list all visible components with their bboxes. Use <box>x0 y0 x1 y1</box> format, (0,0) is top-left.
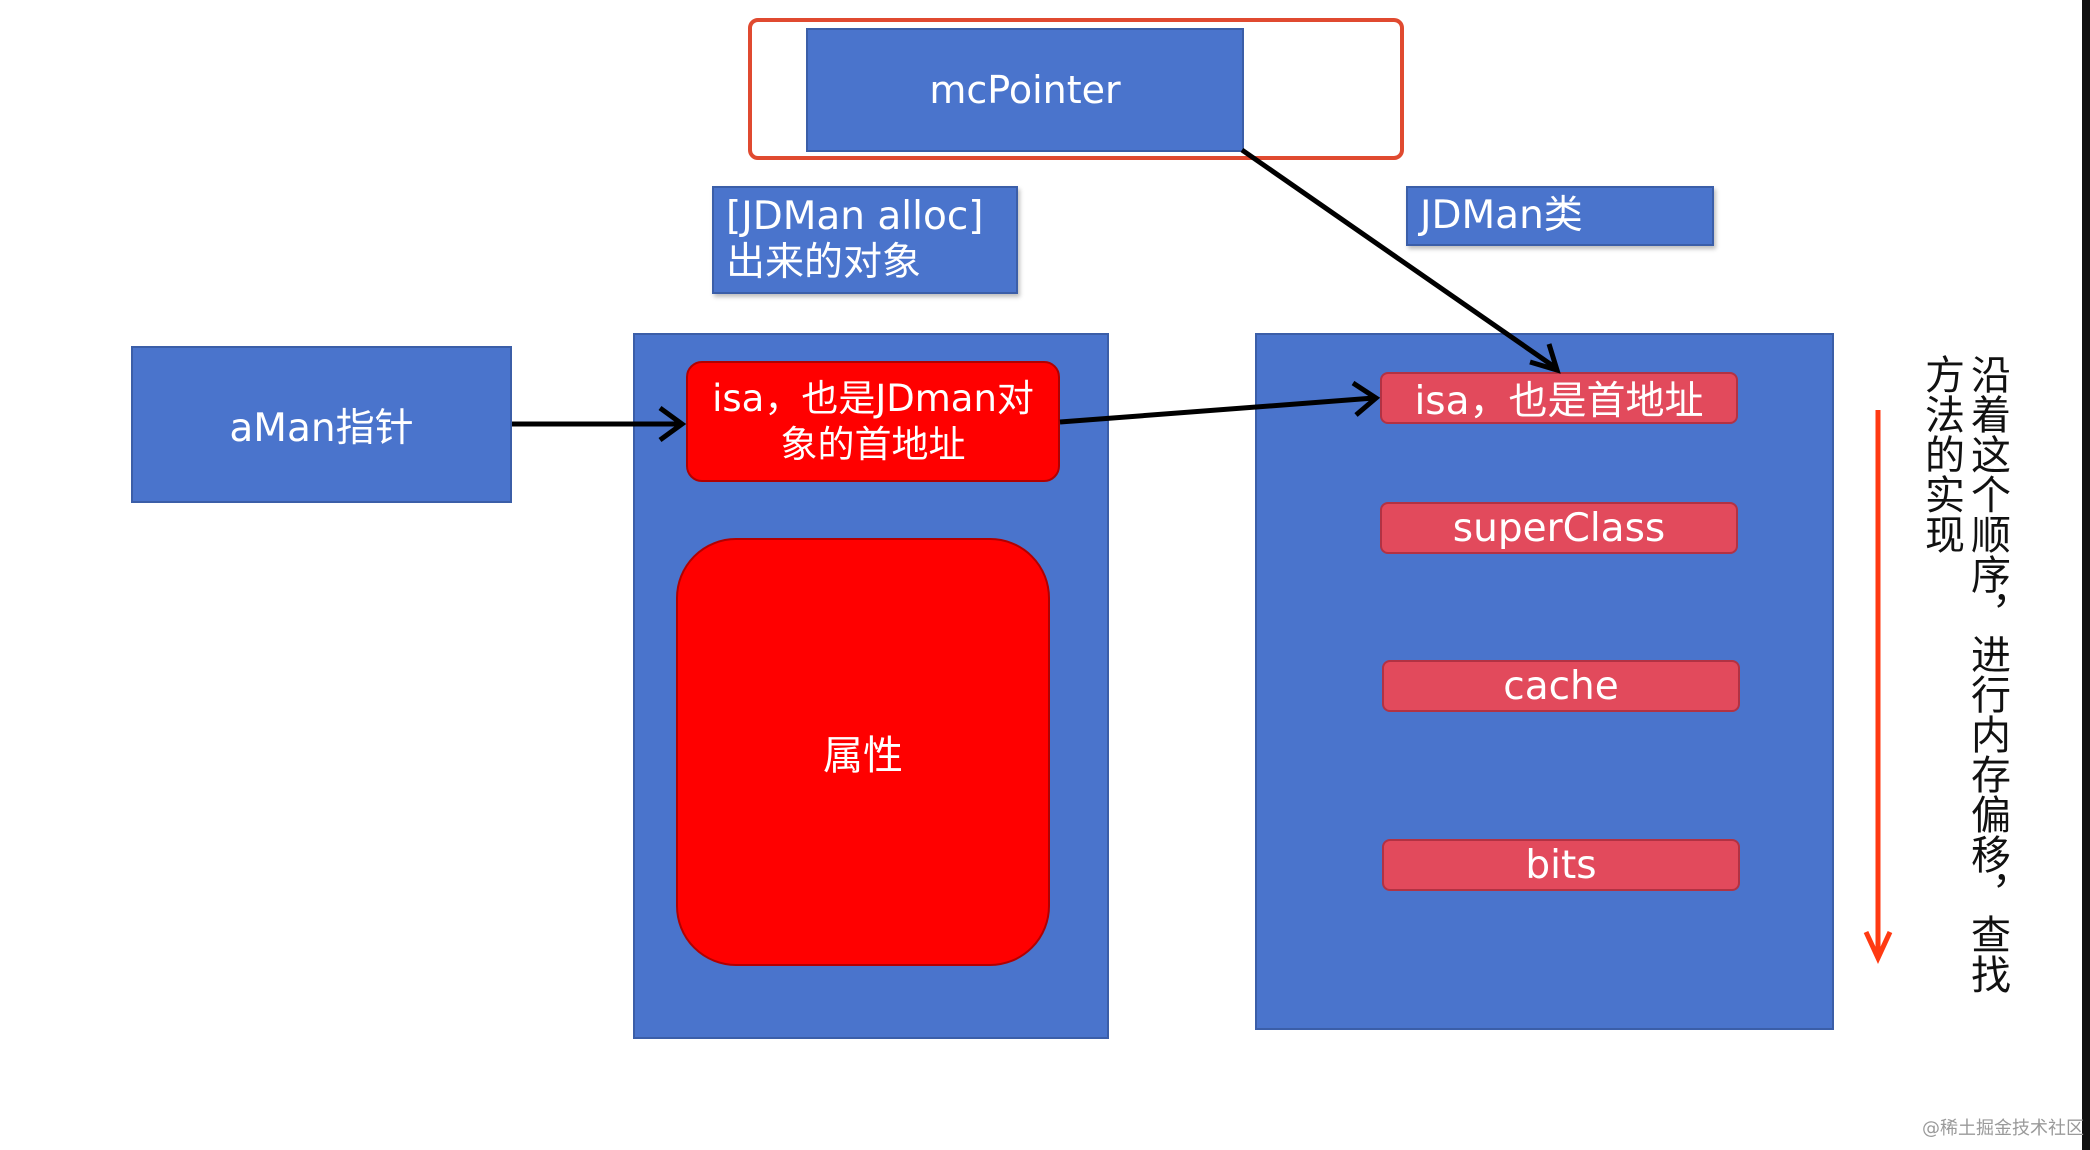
aman-pointer-box: aMan指针 <box>131 346 512 503</box>
class-label: JDMan类 <box>1406 186 1714 246</box>
object-isa-line2: 象的首地址 <box>780 422 966 466</box>
mcpointer-box: mcPointer <box>806 28 1244 152</box>
mcpointer-highlight-frame <box>748 18 1404 160</box>
alloc-label-line2: 出来的对象 <box>726 240 922 285</box>
watermark: @稀土掘金技术社区 <box>1922 1118 2084 1139</box>
object-isa-line1: isa，也是JDman对 <box>712 376 1034 420</box>
object-isa-box: isa，也是JDman对 象的首地址 <box>686 361 1060 482</box>
class-field-bits: bits <box>1382 839 1740 891</box>
class-field-cache: cache <box>1382 660 1740 712</box>
class-field-superclass: superClass <box>1380 502 1738 554</box>
alloc-object-label: [JDMan alloc] 出来的对象 <box>712 186 1018 294</box>
right-edge-bar <box>2082 0 2090 1150</box>
object-properties-label: 属性 <box>823 733 903 779</box>
arrow-mcpointer-to-class-isa <box>1240 147 1558 371</box>
class-field-cache-label: cache <box>1503 663 1619 709</box>
class-field-bits-label: bits <box>1525 842 1597 888</box>
arrowhead-aman <box>658 405 687 443</box>
class-label-text: JDMan类 <box>1420 193 1583 238</box>
object-properties-box: 属性 <box>676 538 1050 966</box>
alloc-label-line1: [JDMan alloc] <box>726 194 984 239</box>
class-field-superclass-label: superClass <box>1452 505 1666 551</box>
side-note-column-1: 沿着这个顺序，进行内存偏移，查找 <box>1964 354 2010 994</box>
arrow-object-isa-to-class-isa <box>1059 395 1375 425</box>
class-field-isa-label: isa，也是首地址 <box>1414 379 1704 424</box>
mcpointer-label: mcPointer <box>929 68 1121 112</box>
aman-label: aMan指针 <box>229 405 414 451</box>
side-note-column-2: 方法的实现 <box>1918 354 1964 554</box>
arrowhead-object-isa <box>1351 380 1381 417</box>
order-arrowhead <box>1863 930 1893 964</box>
arrowhead-mcpointer <box>1529 343 1561 374</box>
